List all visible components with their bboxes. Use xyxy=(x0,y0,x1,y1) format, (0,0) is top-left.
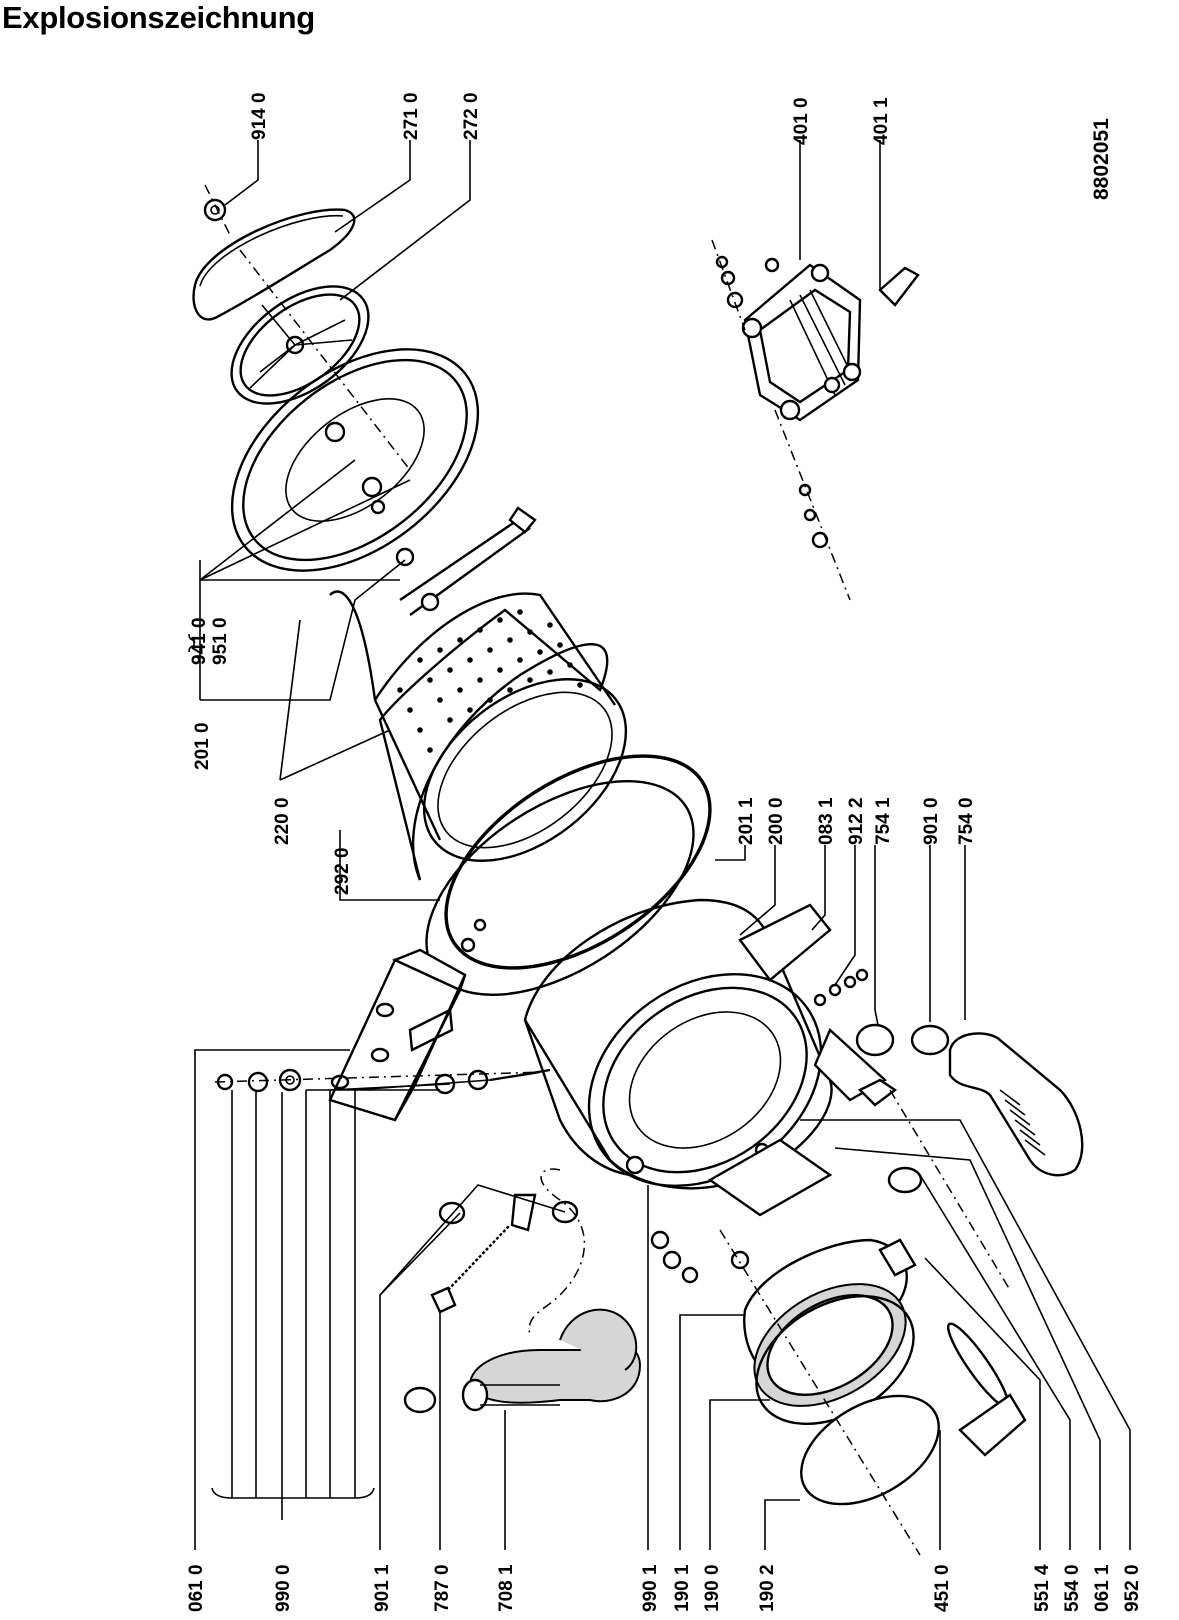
label-271-0: 271 0 xyxy=(401,92,422,140)
front-right-parts xyxy=(857,1078,1027,1457)
label-708-1: 708 1 xyxy=(496,1564,517,1612)
label-220-0: 220 0 xyxy=(272,797,293,845)
label-201-1: 201 1 xyxy=(736,797,757,845)
label-912-2: 912 2 xyxy=(846,797,867,845)
label-190-2: 190 2 xyxy=(757,1564,778,1612)
drum-perforation xyxy=(397,609,583,753)
label-951-0: 951 0 xyxy=(210,617,231,665)
label-200-0: 200 0 xyxy=(766,797,787,845)
drive-belt xyxy=(192,208,356,321)
label-914-0: 914 0 xyxy=(249,92,270,140)
label-201-0: 201 0 xyxy=(192,722,213,770)
label-941-0: 941 0 xyxy=(189,617,210,665)
label-401-0: 401 0 xyxy=(791,97,812,145)
label-190-1: 190 1 xyxy=(672,1564,693,1612)
label-190-0: 190 0 xyxy=(702,1564,723,1612)
motor-assembly xyxy=(711,239,920,601)
label-551-4: 551 4 xyxy=(1032,1564,1053,1612)
label-061-0: 061 0 xyxy=(186,1564,207,1612)
hoses-and-springs xyxy=(403,1168,642,1414)
label-451-0: 451 0 xyxy=(932,1564,953,1612)
door-seal-assembly xyxy=(650,1229,940,1556)
detergent-inlet xyxy=(813,968,1084,1177)
label-990-0: 990 0 xyxy=(273,1564,294,1612)
label-401-1: 401 1 xyxy=(871,97,892,145)
drawing-number: 8802051 xyxy=(1090,118,1113,200)
label-554-0: 554 0 xyxy=(1062,1564,1083,1612)
label-272-0: 272 0 xyxy=(461,92,482,140)
drum-pulley xyxy=(230,249,411,471)
washing-tub xyxy=(519,898,888,1217)
label-990-1: 990 1 xyxy=(640,1564,661,1612)
page-title: Explosionszeichnung xyxy=(2,0,315,35)
label-754-1: 754 1 xyxy=(873,797,894,845)
label-292-0: 292 0 xyxy=(332,847,353,895)
counterweight-fasteners xyxy=(214,1068,546,1095)
label-083-1: 083 1 xyxy=(816,797,837,845)
label-brace xyxy=(188,633,195,653)
part-labels: 061 0 990 0 901 1 787 0 708 1 990 1 190 … xyxy=(186,92,1143,1612)
counterweight xyxy=(328,948,467,1122)
label-952-0: 952 0 xyxy=(1122,1564,1143,1612)
leader-lines xyxy=(194,140,1131,1550)
label-901-1: 901 1 xyxy=(372,1564,393,1612)
belt-914-part xyxy=(203,184,231,236)
label-061-1: 061 1 xyxy=(1092,1564,1113,1612)
label-901-0: 901 0 xyxy=(921,797,942,845)
washing-drum xyxy=(329,506,628,881)
label-787-0: 787 0 xyxy=(432,1564,453,1612)
label-754-0: 754 0 xyxy=(956,797,977,845)
